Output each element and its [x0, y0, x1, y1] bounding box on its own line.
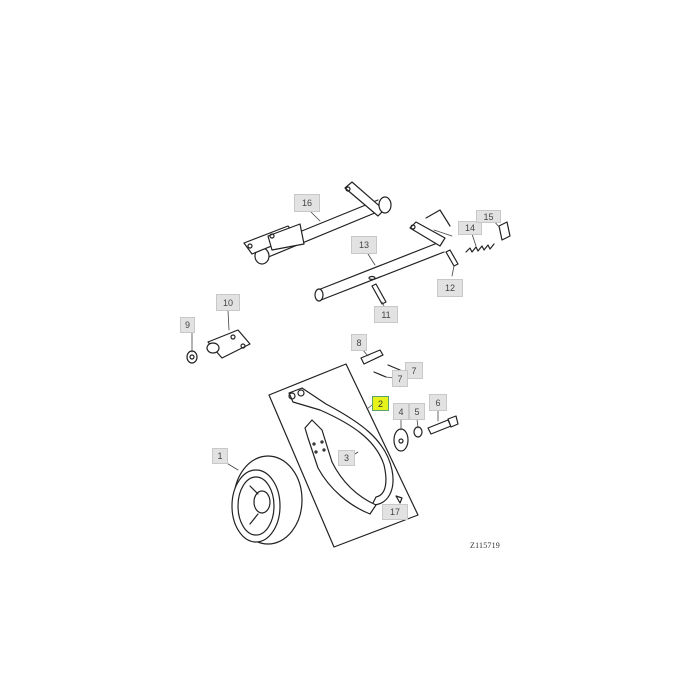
callout-14[interactable]: 14 — [458, 221, 482, 235]
callout-16[interactable]: 16 — [294, 194, 320, 212]
callout-7b[interactable]: 7 — [392, 370, 408, 387]
brake-lining-3-drawing — [304, 419, 377, 515]
washer-9-drawing — [186, 350, 198, 364]
callout-5[interactable]: 5 — [409, 403, 425, 420]
callout-10[interactable]: 10 — [216, 294, 240, 311]
callout-4[interactable]: 4 — [393, 403, 409, 420]
callout-8[interactable]: 8 — [351, 334, 367, 351]
link-10-drawing — [206, 329, 251, 359]
callout-13[interactable]: 13 — [351, 236, 377, 254]
callout-1[interactable]: 1 — [212, 448, 228, 464]
callout-15[interactable]: 15 — [476, 210, 501, 223]
callout-9[interactable]: 9 — [180, 317, 195, 333]
wheel-drum-1-drawing — [231, 455, 303, 545]
bracket-15-drawing — [498, 221, 511, 241]
callout-11[interactable]: 11 — [374, 306, 398, 323]
pin-11-drawing — [371, 283, 387, 305]
callout-12[interactable]: 12 — [437, 279, 463, 297]
callout-17[interactable]: 17 — [382, 504, 408, 520]
callout-2-highlighted[interactable]: 2 — [372, 396, 389, 411]
spring-14-drawing — [465, 243, 495, 253]
pin-12-drawing — [445, 249, 459, 267]
callout-6[interactable]: 6 — [429, 394, 447, 411]
shaft-13-drawing — [314, 209, 451, 302]
bolt-6-drawing — [427, 419, 452, 435]
drawing-reference-code: Z115719 — [470, 541, 500, 550]
shaft-16-drawing — [243, 181, 392, 265]
brake-assembly-frame — [268, 363, 419, 548]
nut-5-drawing — [413, 426, 423, 438]
washer-4-drawing — [393, 428, 409, 452]
callout-3[interactable]: 3 — [338, 450, 355, 466]
pin-8-drawing — [360, 349, 384, 365]
